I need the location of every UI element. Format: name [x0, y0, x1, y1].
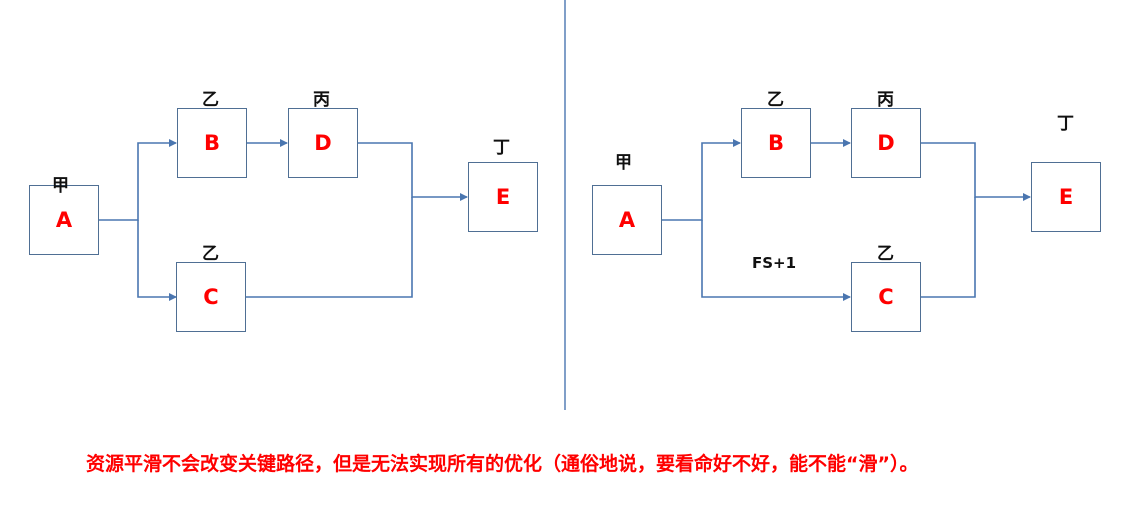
- node-label: C: [203, 285, 219, 309]
- left-resource-b: 乙: [202, 90, 219, 110]
- node-label: D: [314, 131, 332, 155]
- left-resource-e: 丁: [493, 138, 510, 158]
- node-label: A: [55, 208, 73, 232]
- left-resource-c: 乙: [202, 244, 219, 264]
- right-node-c: C: [851, 262, 921, 332]
- left-resource-d: 丙: [313, 90, 330, 110]
- node-label: D: [877, 131, 895, 155]
- node-label: E: [495, 185, 511, 209]
- left-node-b: B: [177, 108, 247, 178]
- caption-text: 资源平滑不会改变关键路径，但是无法实现所有的优化（通俗地说，要看命好不好，能不能…: [86, 453, 919, 475]
- right-resource-b: 乙: [767, 90, 784, 110]
- node-label: A: [618, 208, 636, 232]
- right-node-e: E: [1031, 162, 1101, 232]
- left-node-a: A: [29, 185, 99, 255]
- node-label: B: [203, 131, 220, 155]
- right-edge-a-c: [701, 220, 851, 301]
- node-label: E: [1058, 185, 1074, 209]
- left-node-c: C: [176, 262, 246, 332]
- right-resource-e: 丁: [1057, 114, 1074, 134]
- right-resource-d: 丙: [877, 90, 894, 110]
- right-resource-a: 甲: [615, 153, 632, 173]
- left-resource-a: 甲: [52, 176, 69, 196]
- right-node-d: D: [851, 108, 921, 178]
- right-resource-c: 乙: [877, 244, 894, 264]
- right-edge-a-b: [662, 139, 741, 221]
- right-edge-d-e: [920, 142, 1031, 201]
- left-edge-d-e: [357, 142, 468, 201]
- left-node-d: D: [288, 108, 358, 178]
- right-node-a: A: [592, 185, 662, 255]
- right-node-b: B: [741, 108, 811, 178]
- left-edge-c-e: [246, 197, 413, 298]
- left-edge-a-c: [137, 220, 177, 301]
- lag-annotation: FS+1: [752, 254, 797, 272]
- right-edge-c-e: [920, 197, 976, 298]
- node-label: C: [878, 285, 894, 309]
- left-edge-a-b: [99, 139, 177, 221]
- left-node-e: E: [468, 162, 538, 232]
- node-label: B: [767, 131, 784, 155]
